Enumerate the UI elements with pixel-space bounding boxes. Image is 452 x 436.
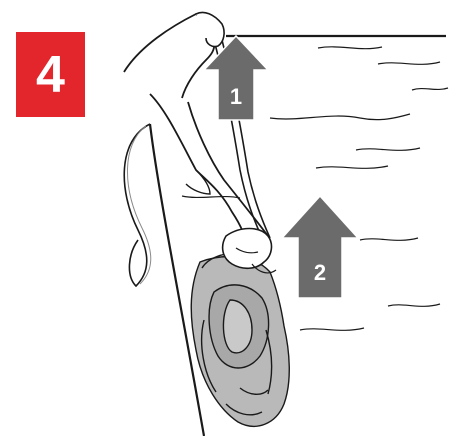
arrow-2-label: 2 bbox=[314, 260, 326, 285]
upper-arm bbox=[124, 14, 214, 98]
pool-cleaner bbox=[191, 254, 289, 427]
power-cord bbox=[124, 124, 150, 286]
gripping-hand bbox=[223, 229, 272, 269]
arrow-1-label: 1 bbox=[230, 84, 242, 109]
arrow-2: 2 bbox=[282, 196, 358, 298]
